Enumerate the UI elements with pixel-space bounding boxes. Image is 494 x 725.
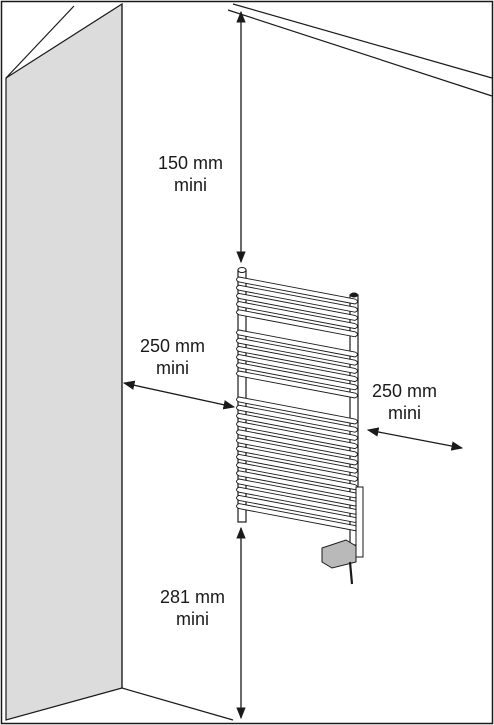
floor-line [121, 687, 234, 721]
side-wall [5, 2, 123, 721]
radiator-bar [236, 396, 358, 425]
top-dimension-qualifier: mini [174, 175, 208, 195]
radiator-bar [236, 404, 358, 433]
heating-element [355, 486, 364, 558]
radiator-bar [236, 276, 358, 305]
bottom-dimension-value: 281 mm [160, 587, 226, 607]
ceiling-line-upper [232, 3, 493, 79]
right-cap [350, 292, 358, 298]
top-dimension-value: 150 mm [158, 153, 224, 173]
radiator-bar [236, 301, 358, 330]
radiator-bar [236, 445, 358, 474]
right-dimension-value: 250 mm [372, 381, 438, 401]
controller-box [321, 539, 357, 569]
bottom-dimension-qualifier: mini [176, 609, 210, 629]
towel-radiator [236, 267, 364, 585]
radiator-bar [236, 284, 358, 313]
radiator-bar [236, 345, 358, 374]
radiator-bar [236, 309, 358, 338]
radiator-bar [236, 337, 358, 366]
left-cap [237, 267, 247, 273]
radiator-bar [236, 370, 358, 399]
radiator-bar [236, 362, 358, 391]
power-cable [348, 561, 354, 585]
top-dimension-label: 150 mm mini [158, 152, 223, 196]
right-dimension-label: 250 mm mini [372, 380, 437, 424]
left-dimension-arrow [122, 380, 236, 410]
radiator-bar [236, 462, 358, 491]
wall-top-edge [5, 5, 75, 79]
bottom-dimension-label: 281 mm mini [160, 586, 225, 630]
right-dimension-qualifier: mini [388, 403, 422, 423]
left-dimension-qualifier: mini [156, 358, 190, 378]
radiator-bar [236, 329, 358, 358]
left-dimension-label: 250 mm mini [140, 335, 205, 379]
right-dimension-arrow [366, 427, 464, 451]
radiator-bar [236, 412, 358, 441]
ceiling-line-lower [227, 9, 493, 97]
radiator-bar [236, 292, 358, 321]
left-dimension-value: 250 mm [140, 336, 206, 356]
radiator-bars [236, 276, 358, 532]
radiator-bar [236, 421, 358, 450]
radiator-bar [236, 453, 358, 482]
radiator-bar [236, 437, 358, 466]
radiator-bar [236, 354, 358, 383]
radiator-bar [236, 429, 358, 458]
